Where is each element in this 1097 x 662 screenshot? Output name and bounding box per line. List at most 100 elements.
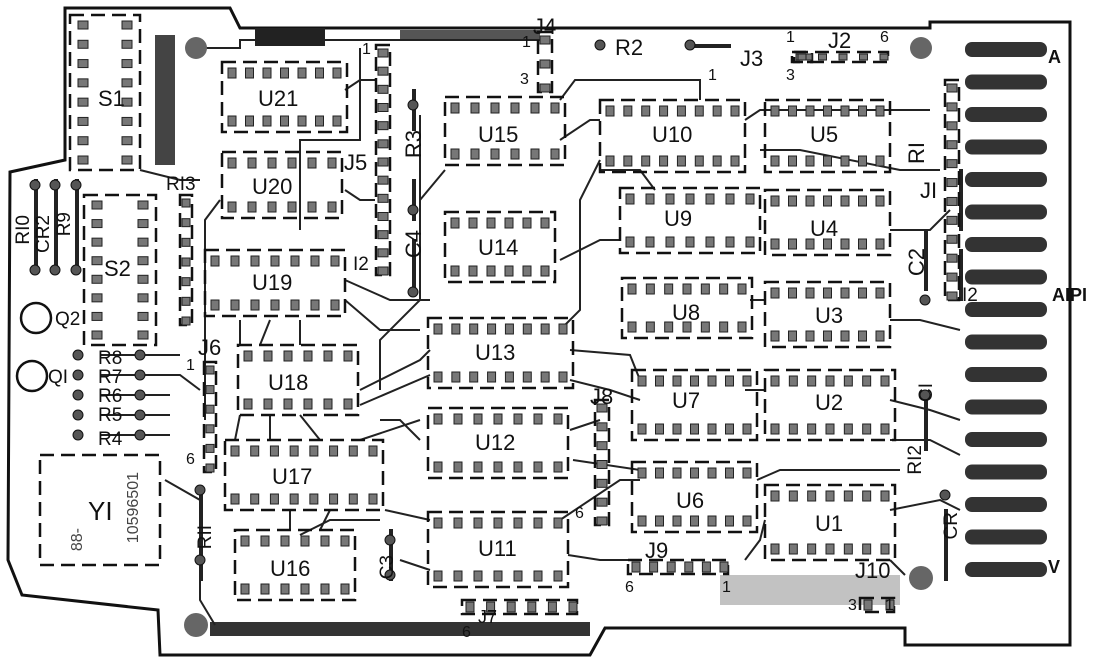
- ic-pad: [682, 321, 692, 333]
- ic-pad: [468, 217, 478, 229]
- ic-pad: [823, 330, 832, 342]
- label-r6: R6: [98, 386, 123, 407]
- trace: [559, 79, 701, 101]
- ic-pad: [263, 398, 273, 410]
- ic-pad: [788, 195, 797, 207]
- trace: [559, 119, 600, 141]
- label-u21: U21: [258, 86, 299, 111]
- ic-pad: [267, 157, 277, 169]
- header-pin: [377, 157, 389, 167]
- ic-pad: [522, 217, 532, 229]
- header-outline: [593, 398, 611, 527]
- ic-pad: [121, 78, 133, 88]
- via-pad: [70, 179, 82, 191]
- label-u13: U13: [475, 340, 516, 365]
- ic-pad: [745, 193, 755, 205]
- via-pad: [407, 99, 419, 111]
- ic-pad: [707, 515, 717, 527]
- ic-pad: [875, 330, 885, 342]
- ic-pad: [91, 330, 103, 340]
- ic-pad: [742, 423, 752, 435]
- label-u8: U8: [672, 300, 701, 325]
- ic-pad: [137, 256, 149, 266]
- ic-pad: [504, 371, 514, 383]
- header-pin: [946, 272, 958, 282]
- edge-finger: [965, 562, 1047, 577]
- ic-pad: [805, 195, 815, 207]
- ic-pad: [533, 517, 543, 529]
- crystal-marking-2: 88-: [69, 528, 86, 552]
- ic-pad: [210, 255, 220, 267]
- ic-pad: [707, 467, 717, 479]
- chip-outline: [630, 460, 759, 534]
- crystal-marking-1: 10596501: [125, 472, 142, 544]
- ic-pad: [137, 293, 149, 303]
- via-pad: [134, 389, 146, 401]
- ic-pad: [700, 321, 710, 333]
- ic-pad: [453, 570, 463, 582]
- ic-pad: [676, 155, 686, 167]
- via-pad: [72, 389, 84, 401]
- ic-pad: [470, 102, 480, 114]
- ic-pad: [807, 543, 817, 555]
- ic-pad: [269, 445, 279, 457]
- label-j6: J6: [198, 335, 222, 360]
- label-j1: JI: [920, 178, 938, 203]
- label-r4: R4: [98, 429, 123, 450]
- header-pin: [719, 561, 729, 573]
- ic-pad: [707, 375, 717, 387]
- ic-pad: [540, 217, 550, 229]
- ic-pad: [137, 274, 149, 284]
- ic-pad: [243, 398, 253, 410]
- trace: [234, 414, 241, 441]
- header-pin: [539, 83, 551, 93]
- label-s2: S2: [104, 256, 131, 281]
- trace: [600, 169, 656, 191]
- ic-pad: [243, 350, 253, 362]
- trace: [344, 189, 375, 201]
- header-pin: [946, 178, 958, 188]
- header-pin: [506, 601, 516, 613]
- ic-pad: [486, 265, 496, 277]
- ic-pad: [737, 283, 747, 295]
- ic-pad: [310, 299, 320, 311]
- header-pin: [527, 601, 537, 613]
- label-u19: U19: [252, 270, 293, 295]
- ic-pad: [655, 515, 664, 527]
- label-r2: R2: [615, 35, 644, 60]
- ic-pad: [230, 493, 240, 505]
- pin-j4-1: 1: [522, 34, 531, 51]
- ic-pad: [368, 493, 378, 505]
- ic-pad: [690, 375, 699, 387]
- ic-pad: [805, 330, 815, 342]
- ic-pad: [453, 517, 463, 529]
- ic-pad: [700, 283, 710, 295]
- ic-pad: [303, 398, 313, 410]
- via-pad: [407, 286, 419, 298]
- ic-pad: [320, 583, 330, 595]
- ic-pad: [625, 236, 635, 248]
- component-lead: [924, 399, 928, 451]
- ic-pad: [260, 583, 270, 595]
- ic-pad: [320, 535, 330, 547]
- ic-pad: [289, 493, 299, 505]
- pin-j10-3: 3: [848, 597, 857, 614]
- ic-pad: [840, 287, 850, 299]
- header-pin: [863, 599, 873, 611]
- trace: [567, 554, 630, 561]
- ic-pad: [623, 105, 633, 117]
- ic-pad: [558, 323, 568, 335]
- edge-finger: [965, 529, 1047, 545]
- label-u5: U5: [810, 122, 839, 147]
- transistor-q1-body: [15, 359, 49, 393]
- header-pin: [946, 121, 958, 131]
- chip-outline: [443, 95, 567, 167]
- ic-pad: [453, 461, 463, 473]
- header-pin: [797, 53, 807, 61]
- ic-pad: [263, 350, 273, 362]
- label-c3: C3: [377, 555, 398, 580]
- ic-pad: [327, 157, 337, 169]
- via-pad: [684, 39, 696, 51]
- header-pin: [946, 291, 958, 301]
- ic-pad: [91, 274, 103, 284]
